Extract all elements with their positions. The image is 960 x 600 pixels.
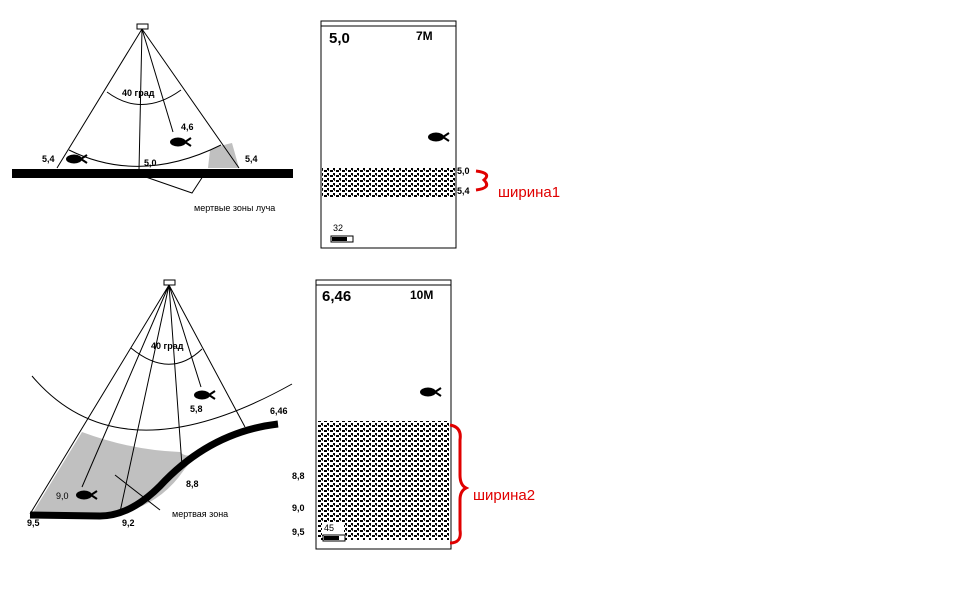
- width2-label: ширина2: [473, 487, 535, 504]
- top-sonar-screen: 5,0 7M 5,0 5,4 32: [320, 20, 470, 249]
- range-readout: 10M: [410, 288, 433, 302]
- fish-depth: 5,8: [190, 404, 203, 414]
- angle-label: 40 град: [151, 341, 184, 351]
- fish-icon: [193, 389, 216, 401]
- bottom-sonar-screen: 6,46 10M 8,8 9,0 9,5 45: [292, 279, 452, 550]
- brace-icon: [449, 423, 470, 545]
- temp-readout: 45: [324, 523, 334, 533]
- width1-label: ширина1: [498, 184, 560, 201]
- depth-mark: 9,0: [292, 503, 305, 513]
- transducer-icon: [136, 23, 149, 30]
- edge-depth: 5,4: [42, 154, 55, 164]
- bottom-beam-diagram: 40 град 5,8 9,0 6,46 8,8 9,2 9,5 мертвая…: [27, 279, 293, 528]
- depth-mark: 5,0: [457, 166, 470, 176]
- depth-mark: 5,4: [457, 186, 470, 196]
- temp-readout: 32: [333, 223, 343, 233]
- fish-icon: [169, 136, 192, 148]
- depth-readout: 6,46: [322, 288, 351, 305]
- fish-depth: 9,0: [56, 491, 69, 501]
- center-depth: 5,0: [144, 158, 157, 168]
- depth-label: 8,8: [186, 479, 199, 489]
- depth-label: 9,2: [122, 518, 135, 528]
- dead-zone-label: мертвая зона: [172, 509, 228, 519]
- edge-depth: 5,4: [245, 154, 258, 164]
- range-readout: 7M: [416, 29, 433, 43]
- depth-label: 6,46: [270, 406, 288, 416]
- transducer-icon: [163, 279, 176, 286]
- seabed: [12, 169, 293, 178]
- fish-icon: [65, 153, 88, 165]
- brace-icon: [475, 169, 489, 192]
- angle-label: 40 град: [122, 88, 155, 98]
- dead-zones-label: мертвые зоны луча: [194, 203, 275, 213]
- seabed-slope: [29, 420, 279, 520]
- depth-mark: 8,8: [292, 471, 305, 481]
- fish-depth: 4,6: [181, 122, 194, 132]
- depth-readout: 5,0: [329, 30, 350, 47]
- top-beam-diagram: 40 град 4,6 5,4 5,0 5,4 мертвые зоны луч…: [12, 23, 293, 213]
- depth-mark: 9,5: [292, 527, 305, 537]
- depth-label: 9,5: [27, 518, 40, 528]
